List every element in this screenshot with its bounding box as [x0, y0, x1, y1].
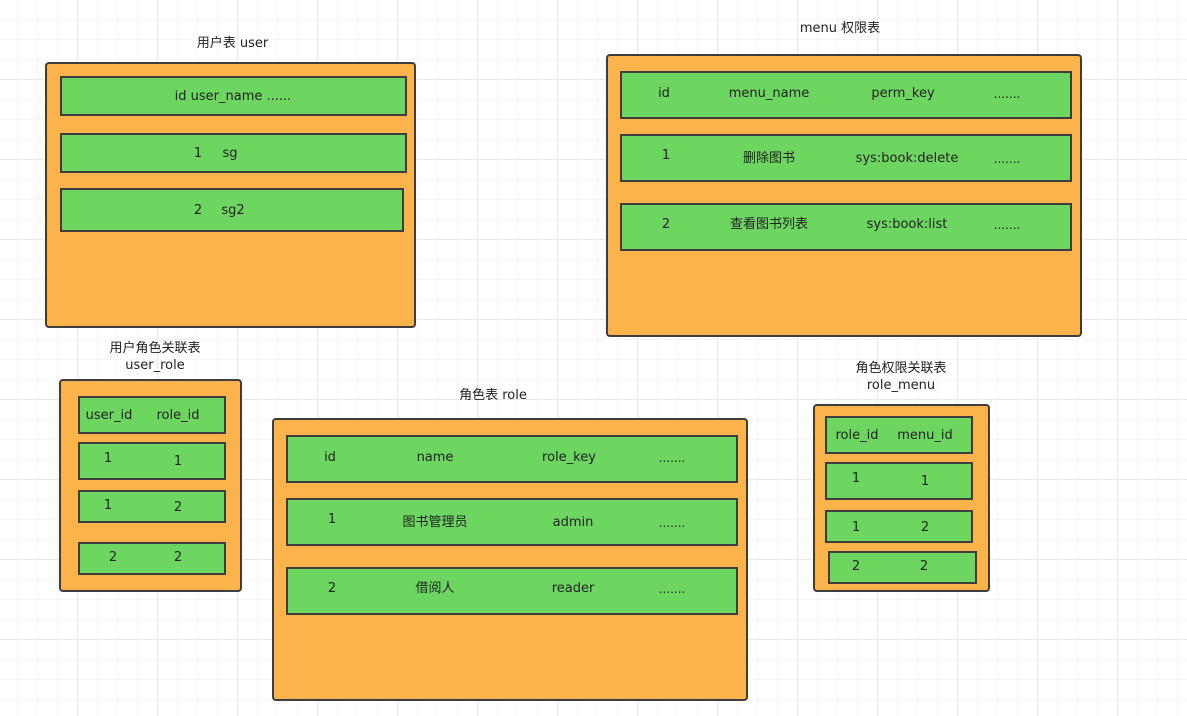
menu-cell-perm-key: sys:book:list [866, 217, 948, 232]
role-menu-header-row[interactable]: role_id menu_id [825, 416, 973, 454]
user-role-caption-en: user_role [125, 358, 185, 373]
role-row-1[interactable]: 1 图书管理员 admin ....... [286, 498, 738, 546]
role-menu-caption: 角色权限关联表 role_menu [836, 360, 966, 394]
role-menu-cell-role-id: 1 [851, 520, 861, 535]
role-table-caption: 角色表 role [459, 388, 527, 403]
role-menu-cell-role-id: 2 [851, 559, 861, 574]
role-col-role-key: role_key [542, 450, 596, 465]
role-col-id: id [324, 450, 336, 465]
menu-cell-perm-key: sys:book:delete [855, 151, 959, 166]
role-table[interactable]: id name role_key ....... 1 图书管理员 admin .… [272, 418, 748, 701]
menu-table-caption: menu 权限表 [799, 21, 881, 36]
role-col-more: ....... [658, 451, 686, 465]
menu-col-perm-key: perm_key [871, 86, 935, 101]
menu-col-menu-name: menu_name [728, 86, 810, 101]
role-menu-col-role-id: role_id [835, 428, 879, 443]
role-col-name: name [416, 450, 454, 465]
user-role-cell-role-id: 2 [173, 500, 183, 515]
role-menu-row-1[interactable]: 1 1 [825, 462, 973, 500]
user-header-text: id user_name ...... [174, 89, 292, 104]
menu-cell-more: ....... [993, 218, 1021, 232]
role-cell-role-key: admin [552, 515, 594, 530]
user-cell-name: sg [222, 146, 238, 161]
user-role-col-role-id: role_id [156, 408, 200, 423]
role-cell-more: ....... [658, 582, 686, 596]
user-cell-name: sg2 [221, 203, 245, 218]
menu-cell-menu-name: 查看图书列表 [729, 217, 809, 232]
user-table[interactable]: id user_name ...... 1 sg 2 sg2 [45, 62, 416, 328]
user-row-1[interactable]: 1 sg [60, 133, 407, 173]
role-menu-cell-menu-id: 2 [920, 520, 930, 535]
role-cell-id: 2 [327, 581, 337, 596]
user-role-row-2[interactable]: 1 2 [78, 490, 226, 523]
role-cell-more: ....... [658, 516, 686, 530]
user-role-caption-cn: 用户角色关联表 [109, 341, 201, 356]
menu-row-1[interactable]: 1 删除图书 sys:book:delete ....... [620, 134, 1072, 182]
user-header-row[interactable]: id user_name ...... [60, 76, 407, 116]
role-menu-caption-cn: 角色权限关联表 [855, 361, 947, 376]
menu-table[interactable]: id menu_name perm_key ....... 1 删除图书 sys… [606, 54, 1082, 337]
role-menu-cell-menu-id: 1 [920, 474, 930, 489]
menu-header-row[interactable]: id menu_name perm_key ....... [620, 71, 1072, 119]
user-table-caption: 用户表 user [196, 36, 269, 51]
menu-cell-id: 1 [661, 148, 671, 163]
role-menu-caption-en: role_menu [866, 378, 936, 393]
user-role-header-row[interactable]: user_id role_id [78, 396, 226, 434]
role-cell-id: 1 [327, 512, 337, 527]
user-role-table[interactable]: user_id role_id 1 1 1 2 2 2 [59, 379, 242, 592]
user-role-col-user-id: user_id [85, 408, 133, 423]
user-role-caption: 用户角色关联表 user_role [90, 340, 220, 374]
menu-cell-menu-name: 删除图书 [742, 151, 796, 166]
menu-cell-more: ....... [993, 152, 1021, 166]
role-cell-name: 图书管理员 [402, 515, 468, 530]
role-cell-name: 借阅人 [415, 581, 455, 596]
user-role-row-1[interactable]: 1 1 [78, 442, 226, 480]
role-menu-cell-menu-id: 2 [919, 559, 929, 574]
role-menu-row-3[interactable]: 2 2 [828, 551, 977, 584]
user-role-cell-role-id: 2 [173, 550, 183, 565]
user-role-cell-user-id: 2 [108, 550, 118, 565]
menu-col-id: id [658, 86, 670, 101]
user-role-cell-user-id: 1 [103, 498, 113, 513]
role-header-row[interactable]: id name role_key ....... [286, 435, 738, 483]
menu-cell-id: 2 [661, 217, 671, 232]
user-role-row-3[interactable]: 2 2 [78, 542, 226, 575]
user-role-cell-user-id: 1 [103, 451, 113, 466]
role-cell-role-key: reader [551, 581, 595, 596]
role-menu-table[interactable]: role_id menu_id 1 1 1 2 2 2 [813, 404, 990, 592]
role-menu-col-menu-id: menu_id [897, 428, 953, 443]
role-menu-row-2[interactable]: 1 2 [825, 510, 973, 543]
menu-row-2[interactable]: 2 查看图书列表 sys:book:list ....... [620, 203, 1072, 251]
user-cell-id: 1 [193, 146, 203, 161]
user-role-cell-role-id: 1 [173, 454, 183, 469]
user-cell-id: 2 [193, 203, 203, 218]
role-menu-cell-role-id: 1 [851, 471, 861, 486]
user-row-2[interactable]: 2 sg2 [60, 188, 404, 232]
role-row-2[interactable]: 2 借阅人 reader ....... [286, 567, 738, 615]
menu-col-more: ....... [993, 87, 1021, 101]
